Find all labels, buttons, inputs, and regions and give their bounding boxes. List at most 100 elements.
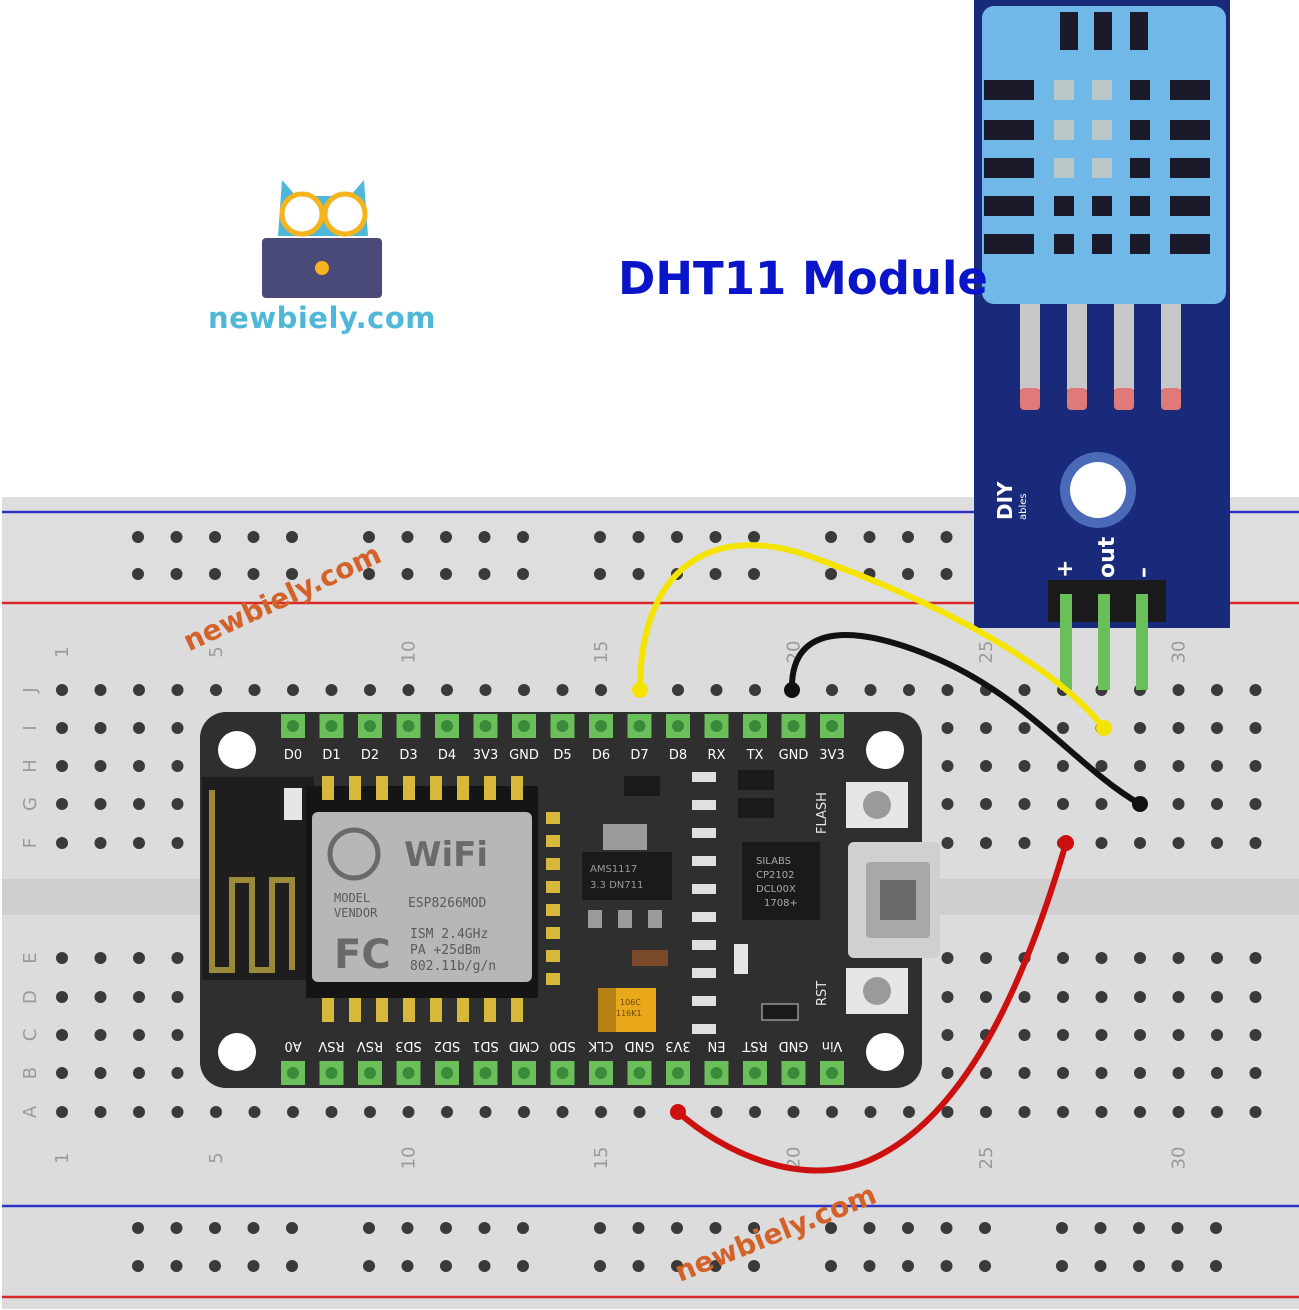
breadboard-hole	[864, 1106, 877, 1118]
dht-pin-plus-label: +	[1053, 560, 1078, 578]
breadboard-hole	[903, 684, 915, 696]
breadboard-hole	[171, 1067, 184, 1079]
dht-pin-out-label: out	[1095, 536, 1120, 578]
rail-hole	[825, 568, 837, 580]
rail-hole	[286, 1222, 298, 1234]
breadboard-hole	[1172, 991, 1185, 1003]
breadboard-hole	[171, 684, 184, 696]
breadboard-hole	[672, 684, 684, 696]
rst-button-label: RST	[815, 981, 830, 1006]
esp-pin-label-top: 3V3	[473, 748, 498, 763]
rail-hole	[863, 1260, 876, 1272]
breadboard-hole	[56, 798, 68, 810]
rail-hole	[825, 1260, 837, 1272]
rail-hole	[1094, 1222, 1107, 1234]
breadboard-hole	[56, 837, 68, 849]
rail-hole	[940, 1260, 953, 1272]
breadboard-hole	[749, 684, 761, 696]
esp-pin-label-bottom: A0	[284, 1038, 301, 1053]
column-number: 1	[52, 1152, 73, 1163]
column-number: 5	[206, 646, 227, 657]
breadboard-hole	[1057, 722, 1069, 734]
rail-hole	[170, 568, 183, 580]
breadboard-hole	[941, 952, 954, 964]
esp-pin-label-top: GND	[779, 748, 809, 763]
rail-hole	[517, 1260, 529, 1272]
breadboard-hole	[941, 1029, 954, 1041]
esp-pin-label-top: D7	[630, 748, 648, 763]
breadboard-hole	[1211, 991, 1223, 1003]
breadboard-hole	[1134, 760, 1146, 772]
esp-pin-label-top: D8	[669, 748, 687, 763]
breadboard-hole	[941, 722, 954, 734]
rail-hole	[902, 1222, 914, 1234]
rail-hole	[440, 1222, 452, 1234]
breadboard-hole	[171, 837, 184, 849]
breadboard-hole	[1057, 760, 1069, 772]
breadboard-hole	[171, 991, 184, 1003]
breadboard-hole	[1134, 1067, 1146, 1079]
rail-hole	[902, 1260, 914, 1272]
rail-hole	[209, 1260, 221, 1272]
esp-pin-label-bottom: EN	[708, 1038, 726, 1053]
module-spec-1: ISM 2.4GHz	[410, 927, 488, 942]
breadboard-hole	[1095, 1106, 1108, 1118]
breadboard-hole	[325, 684, 338, 696]
dht-pin-minus	[1136, 594, 1148, 690]
rail-hole	[478, 1222, 491, 1234]
breadboard-hole	[325, 1106, 338, 1118]
rail-hole	[363, 1222, 375, 1234]
breadboard-hole	[1095, 991, 1108, 1003]
dht-pin-plus	[1060, 594, 1072, 690]
breadboard-hole	[980, 1067, 992, 1079]
rail-hole	[671, 1260, 683, 1272]
breadboard-hole	[1095, 1029, 1108, 1041]
breadboard-hole	[133, 1067, 145, 1079]
breadboard-hole	[980, 760, 992, 772]
rail-hole	[979, 1222, 991, 1234]
esp-pin-label-bottom: SD3	[395, 1038, 422, 1053]
column-number: 15	[591, 641, 612, 664]
breadboard-hole	[826, 684, 838, 696]
fcc-logo: FC	[334, 932, 391, 978]
breadboard-hole	[1095, 952, 1108, 964]
dht-brand: DIY	[993, 481, 1017, 520]
rail-hole	[132, 531, 144, 543]
rail-hole	[709, 568, 722, 580]
breadboard-hole	[171, 1029, 184, 1041]
row-label: I	[20, 725, 41, 730]
breadboard-hole	[56, 722, 68, 734]
breadboard-hole	[133, 1029, 145, 1041]
rail-hole	[1171, 1260, 1184, 1272]
breadboard-hole	[94, 798, 107, 810]
row-label: D	[20, 990, 41, 1004]
breadboard-hole	[1134, 837, 1146, 849]
breadboard-hole	[1249, 837, 1262, 849]
breadboard-hole	[1018, 1067, 1031, 1079]
rail-hole	[1133, 1260, 1145, 1272]
wire-red	[675, 842, 1069, 1174]
breadboard-hole	[441, 1106, 453, 1118]
breadboard-hole	[556, 1106, 569, 1118]
breadboard-hole	[287, 684, 299, 696]
rail-hole	[709, 1260, 722, 1272]
column-number: 10	[399, 641, 420, 664]
row-label: J	[20, 687, 41, 693]
rail-hole	[1210, 1260, 1222, 1272]
breadboard-hole	[133, 837, 145, 849]
rail-hole	[594, 1222, 606, 1234]
breadboard-hole	[1211, 1067, 1223, 1079]
rail-hole	[363, 1260, 375, 1272]
breadboard-hole	[595, 1106, 607, 1118]
breadboard-hole	[56, 1106, 68, 1118]
rail-hole	[401, 568, 414, 580]
rail-hole	[440, 1260, 452, 1272]
usb-chip-label-2: CP2102	[756, 870, 794, 881]
rail-hole	[170, 531, 183, 543]
breadboard-hole	[171, 798, 184, 810]
breadboard-hole	[1249, 760, 1262, 772]
rail-hole	[632, 1222, 645, 1234]
breadboard-hole	[441, 684, 453, 696]
rail-hole	[517, 531, 529, 543]
breadboard-hole	[1018, 837, 1031, 849]
